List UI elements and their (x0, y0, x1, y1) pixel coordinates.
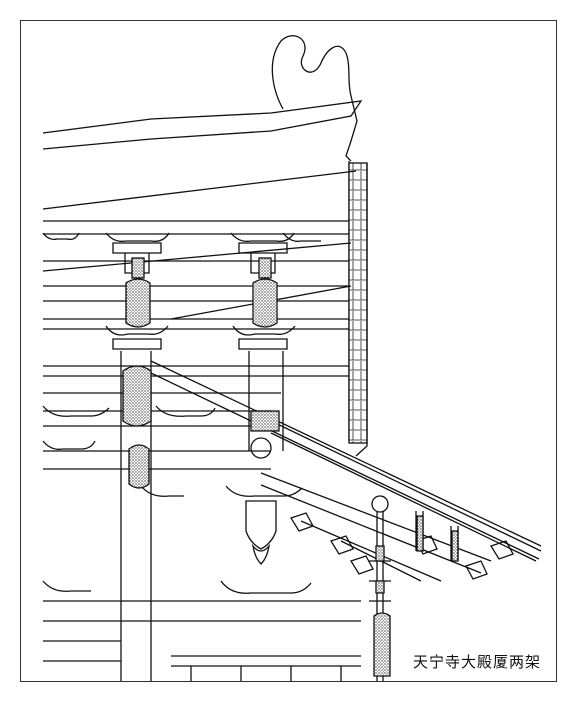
ridge-ornament (271, 35, 358, 162)
drawing-caption: 天宁寺大殿厦两架 (409, 650, 544, 673)
eave-rafter-1 (150, 360, 542, 547)
architectural-section-drawing (42, 35, 542, 681)
timber-section-6 (373, 612, 391, 677)
timber-section-5 (250, 410, 280, 432)
bracket-set-4 (232, 325, 296, 350)
timber-section-4 (128, 444, 150, 489)
roof-ridge-line (42, 100, 363, 150)
roof-tiles (348, 162, 368, 444)
timber-section-2 (252, 278, 278, 328)
timber-section-3 (122, 365, 152, 427)
drawing-frame: 天宁寺大殿厦两架 (20, 20, 557, 682)
eave-rafter-2 (270, 420, 542, 552)
king-post-ball (371, 495, 389, 513)
bracket-set-3 (105, 325, 169, 350)
timber-section-1 (125, 278, 151, 328)
hanging-pendant (245, 500, 277, 550)
